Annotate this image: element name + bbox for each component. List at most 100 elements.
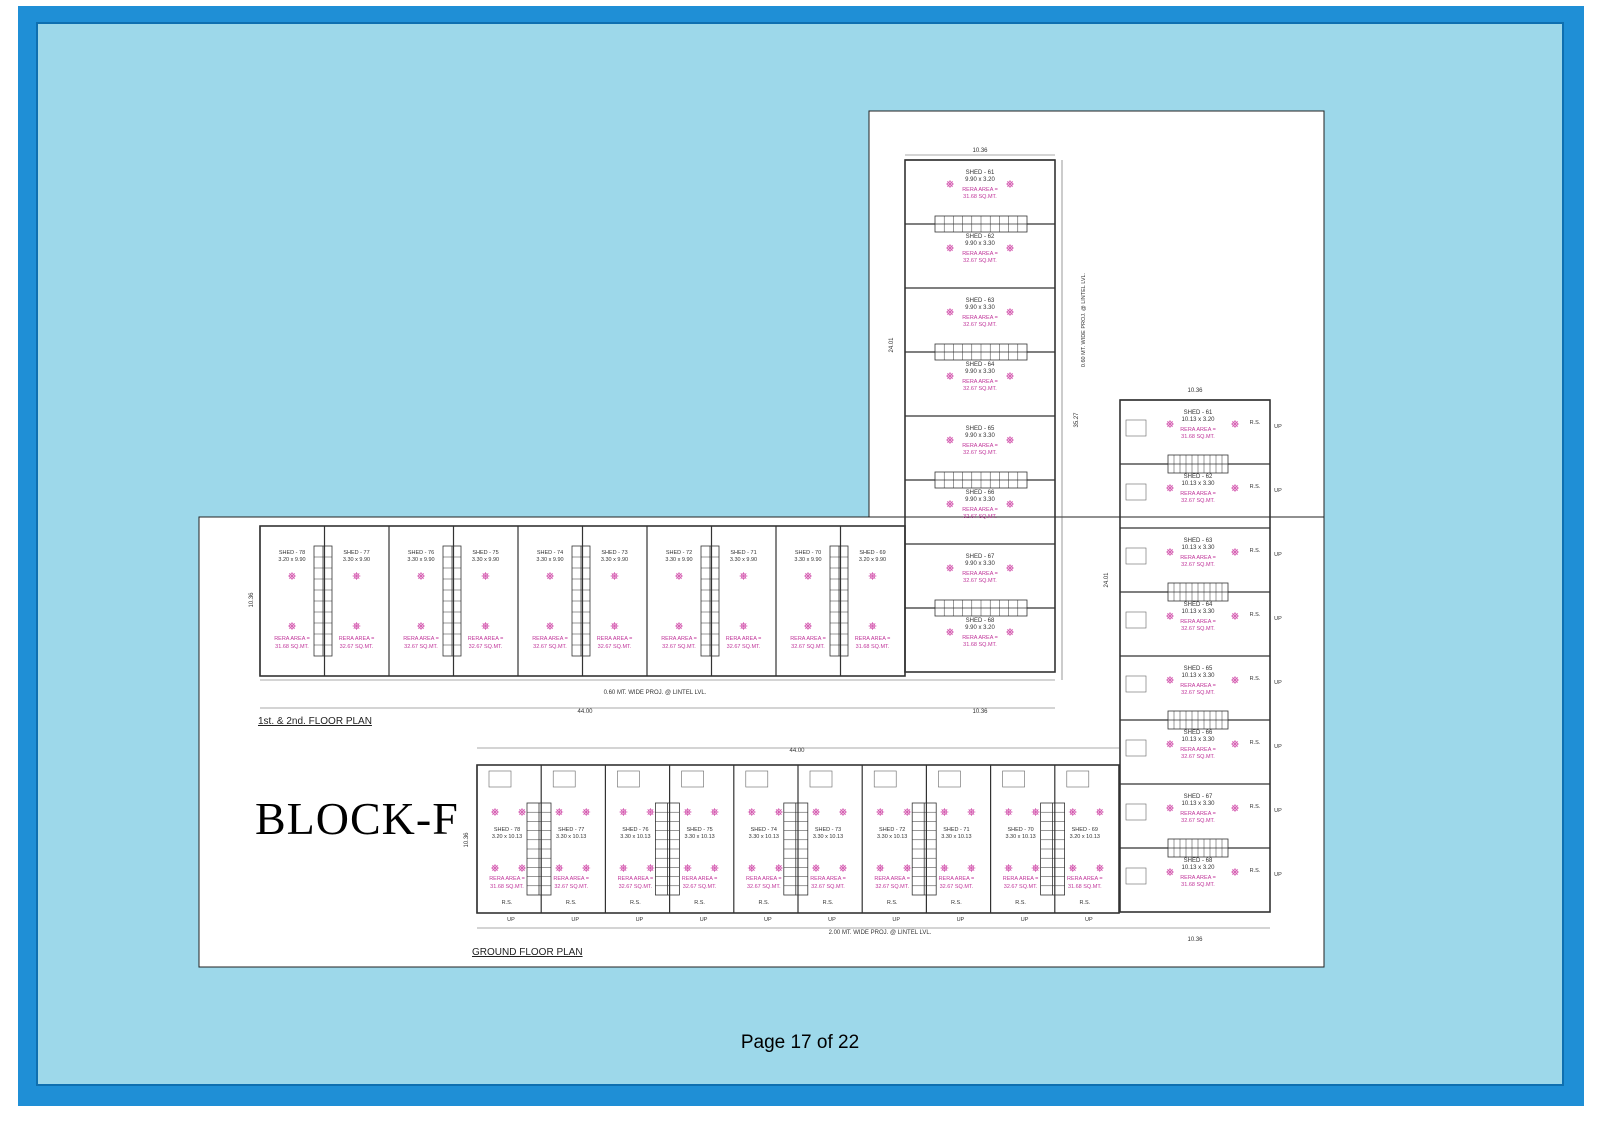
staircase bbox=[934, 599, 1028, 617]
marker-ray bbox=[877, 864, 884, 872]
ground-unit-rera-area: 32.67 SQ.MT. bbox=[940, 884, 974, 890]
marker-ray bbox=[946, 308, 954, 316]
ground-unit-rera-area: 32.67 SQ.MT. bbox=[619, 884, 653, 890]
ground-unit-size: 3.30 x 10.13 bbox=[941, 834, 971, 840]
vertical-unit-name: SHED - 65 bbox=[966, 426, 995, 432]
light-point-marker bbox=[1166, 676, 1174, 684]
overall-width-dimension: 44.00 bbox=[577, 709, 593, 715]
light-point-marker bbox=[946, 244, 954, 252]
light-point-marker bbox=[1006, 308, 1014, 316]
light-point-marker bbox=[1006, 628, 1014, 636]
marker-ray bbox=[583, 864, 590, 872]
horizontal-unit-rera-area: 32.67 SQ.MT. bbox=[469, 644, 503, 650]
marker-ray bbox=[482, 622, 489, 630]
ground-unit-size: 3.20 x 10.13 bbox=[1070, 834, 1100, 840]
ground-unit-rs-label: R.S. bbox=[694, 900, 705, 906]
ground-unit-wc bbox=[1002, 770, 1025, 788]
light-point-marker bbox=[518, 808, 526, 816]
staircase bbox=[313, 545, 333, 657]
marker-ray bbox=[1166, 420, 1174, 428]
staircase bbox=[1167, 838, 1229, 858]
light-point-marker bbox=[675, 572, 683, 580]
marker-ray bbox=[946, 244, 954, 252]
light-point-marker bbox=[804, 622, 812, 630]
marker-ray bbox=[1006, 500, 1014, 508]
light-point-marker bbox=[288, 572, 296, 580]
east-unit-size: 10.13 x 3.30 bbox=[1181, 481, 1215, 487]
row-height-dimension: 10.36 bbox=[249, 592, 255, 608]
horizontal-unit-size: 3.30 x 9.90 bbox=[407, 557, 434, 563]
light-point-marker bbox=[417, 572, 425, 580]
light-point-marker bbox=[1231, 484, 1239, 492]
ground-unit-rera-area: 32.67 SQ.MT. bbox=[1004, 884, 1038, 890]
marker-ray bbox=[620, 864, 627, 872]
staircase bbox=[1167, 710, 1229, 730]
ground-unit-name: SHED - 72 bbox=[879, 827, 905, 833]
ground-unit-name: SHED - 77 bbox=[558, 827, 584, 833]
horizontal-unit-rera-label: RERA AREA = bbox=[468, 636, 504, 642]
ground-unit-wc bbox=[488, 770, 512, 788]
horizontal-unit-rera-label: RERA AREA = bbox=[661, 636, 697, 642]
light-point-marker bbox=[546, 622, 554, 630]
marker-ray bbox=[946, 628, 954, 636]
horizontal-unit-rera-label: RERA AREA = bbox=[403, 636, 439, 642]
east-unit-rera-label: RERA AREA = bbox=[1180, 427, 1216, 433]
light-point-marker bbox=[646, 864, 655, 872]
light-point-marker bbox=[646, 808, 655, 816]
marker-ray bbox=[904, 864, 911, 872]
ground-unit-up-label: UP bbox=[507, 917, 515, 923]
ground-unit-up-label: UP bbox=[764, 917, 772, 923]
marker-ray bbox=[288, 622, 296, 630]
light-point-marker bbox=[967, 808, 976, 816]
horizontal-unit-rera-label: RERA AREA = bbox=[790, 636, 826, 642]
east-height-dimension: 24.01 bbox=[1104, 572, 1110, 588]
light-point-marker bbox=[1166, 740, 1174, 748]
light-point-marker bbox=[940, 864, 949, 872]
ground-unit-name: SHED - 70 bbox=[1007, 827, 1033, 833]
east-unit-up-label: UP bbox=[1274, 872, 1282, 878]
light-point-marker bbox=[675, 622, 683, 630]
marker-ray bbox=[611, 622, 618, 630]
staircase bbox=[571, 545, 591, 657]
light-point-marker bbox=[1095, 808, 1104, 816]
staircase bbox=[526, 802, 552, 896]
marker-ray bbox=[839, 808, 847, 816]
light-point-marker bbox=[582, 808, 591, 816]
staircase bbox=[783, 802, 809, 896]
east-unit-rera-label: RERA AREA = bbox=[1180, 875, 1216, 881]
light-point-marker bbox=[967, 864, 976, 872]
ground-unit-rera-label: RERA AREA = bbox=[1003, 876, 1039, 882]
horizontal-unit-rera-area: 31.68 SQ.MT. bbox=[275, 644, 309, 650]
marker-ray bbox=[1069, 864, 1076, 872]
vertical-unit-rera-area: 32.67 SQ.MT. bbox=[963, 514, 997, 520]
ground-unit-name: SHED - 75 bbox=[686, 827, 712, 833]
light-point-marker bbox=[1231, 740, 1239, 748]
light-point-marker bbox=[876, 808, 885, 816]
vertical-unit-rera-area: 31.68 SQ.MT. bbox=[963, 194, 997, 200]
light-point-marker bbox=[1231, 676, 1239, 684]
ground-unit-name: SHED - 71 bbox=[943, 827, 969, 833]
marker-ray bbox=[1166, 676, 1174, 684]
marker-ray bbox=[941, 864, 948, 872]
light-point-marker bbox=[555, 808, 564, 816]
marker-ray bbox=[675, 572, 683, 580]
ground-unit-size: 3.20 x 10.13 bbox=[492, 834, 522, 840]
light-point-marker bbox=[683, 808, 692, 816]
ground-unit-up-label: UP bbox=[892, 917, 900, 923]
light-point-marker bbox=[1006, 436, 1014, 444]
staircase bbox=[911, 802, 937, 896]
horizontal-unit-name: SHED - 69 bbox=[859, 550, 885, 556]
east-unit-up-label: UP bbox=[1274, 744, 1282, 750]
light-point-marker bbox=[619, 808, 628, 816]
east-unit-name: SHED - 61 bbox=[1184, 410, 1213, 416]
vertical-unit-name: SHED - 62 bbox=[966, 234, 995, 240]
light-point-marker bbox=[876, 864, 885, 872]
vertical-unit-rera-area: 32.67 SQ.MT. bbox=[963, 386, 997, 392]
marker-ray bbox=[556, 864, 563, 872]
east-unit-rera-label: RERA AREA = bbox=[1180, 683, 1216, 689]
staircase bbox=[1040, 802, 1065, 896]
horizontal-unit-rera-area: 32.67 SQ.MT. bbox=[404, 644, 438, 650]
marker-ray bbox=[288, 572, 296, 580]
ground-unit-rera-area: 31.68 SQ.MT. bbox=[490, 884, 524, 890]
staircase bbox=[1167, 582, 1229, 602]
